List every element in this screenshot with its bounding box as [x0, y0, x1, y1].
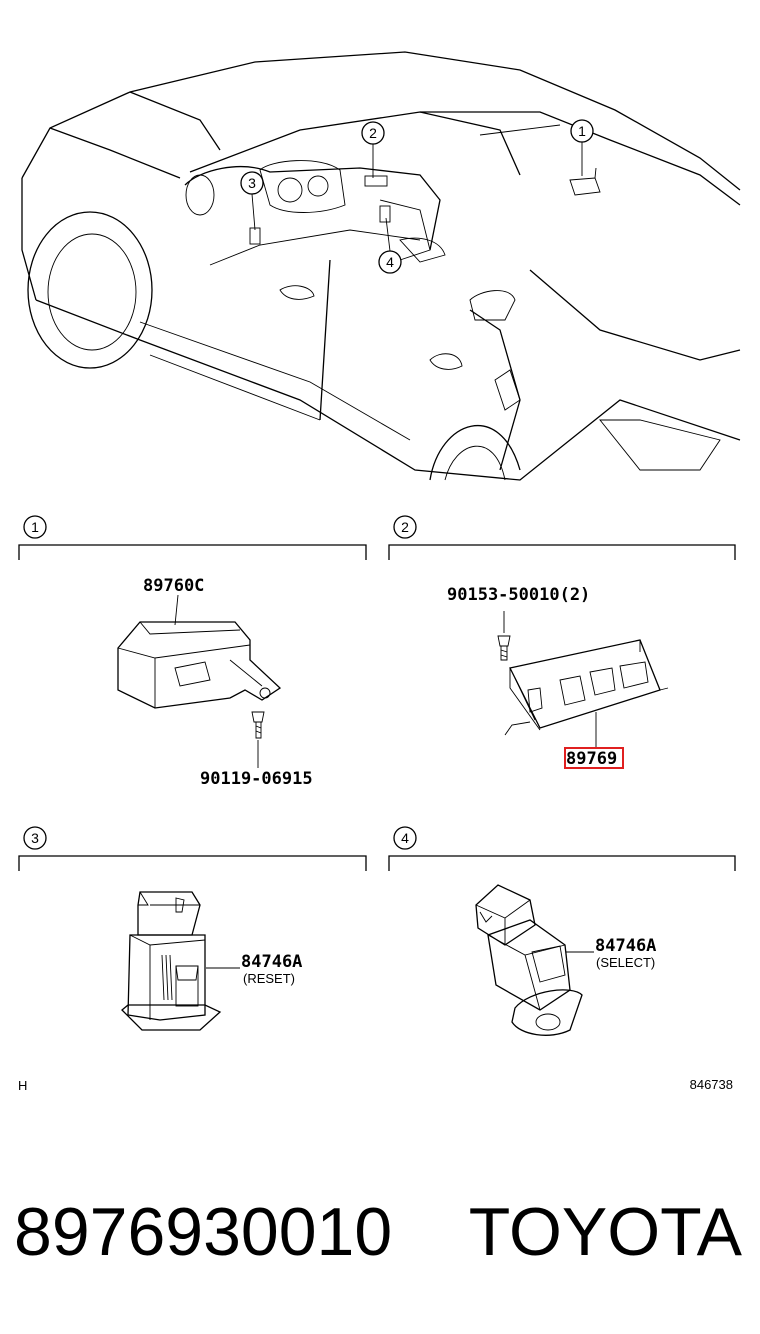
- part-code-84746a-select: 84746A: [595, 936, 656, 956]
- module-89769-drawing: [504, 639, 669, 736]
- part-code-89769: 89769: [566, 749, 617, 769]
- bolt-icon: [497, 635, 511, 661]
- diagram-number: 846738: [690, 1077, 733, 1092]
- footer-left-code: H: [18, 1078, 27, 1093]
- car-overview-illustration: [21, 51, 741, 481]
- overview-callout-1: 1: [570, 119, 594, 176]
- highlight-box: [564, 747, 624, 769]
- overview-callout-3: 3: [240, 171, 264, 231]
- section-number: 3: [31, 830, 39, 846]
- callout-number: 1: [578, 123, 586, 139]
- part-code-89760c: 89760C: [143, 576, 204, 596]
- reset-switch-drawing: [121, 891, 222, 1031]
- caption-brand: TOYOTA: [469, 1194, 743, 1270]
- overview-callout-2: 2: [361, 121, 385, 178]
- part-code-90119-06915: 90119-06915: [200, 769, 313, 789]
- section-3: 3 84746A (RESET): [18, 826, 367, 1031]
- section-number: 4: [401, 830, 409, 846]
- callout-number: 4: [386, 254, 394, 270]
- section-4: 4 84746A (SELECT): [388, 826, 736, 1036]
- leader-line: [174, 594, 179, 626]
- part-code-90153-50010: 90153-50010(2): [447, 585, 590, 605]
- section-2: 2 90153-50010(2) 89769: [388, 515, 736, 769]
- select-switch-drawing: [475, 884, 583, 1036]
- caption-part-number: 8976930010: [14, 1194, 392, 1270]
- section-number: 1: [31, 519, 39, 535]
- sensor-89760c-drawing: [117, 621, 282, 709]
- callout-number: 3: [248, 175, 256, 191]
- part-note-reset: (RESET): [243, 971, 295, 986]
- part-note-select: (SELECT): [596, 955, 655, 970]
- section-1: 1 89760C 90119-06915: [18, 515, 367, 789]
- bolt-icon: [251, 711, 265, 739]
- overview-callout-4: 4: [378, 217, 402, 274]
- section-number: 2: [401, 519, 409, 535]
- part-code-84746a-reset: 84746A: [241, 952, 302, 972]
- callout-number: 2: [369, 125, 377, 141]
